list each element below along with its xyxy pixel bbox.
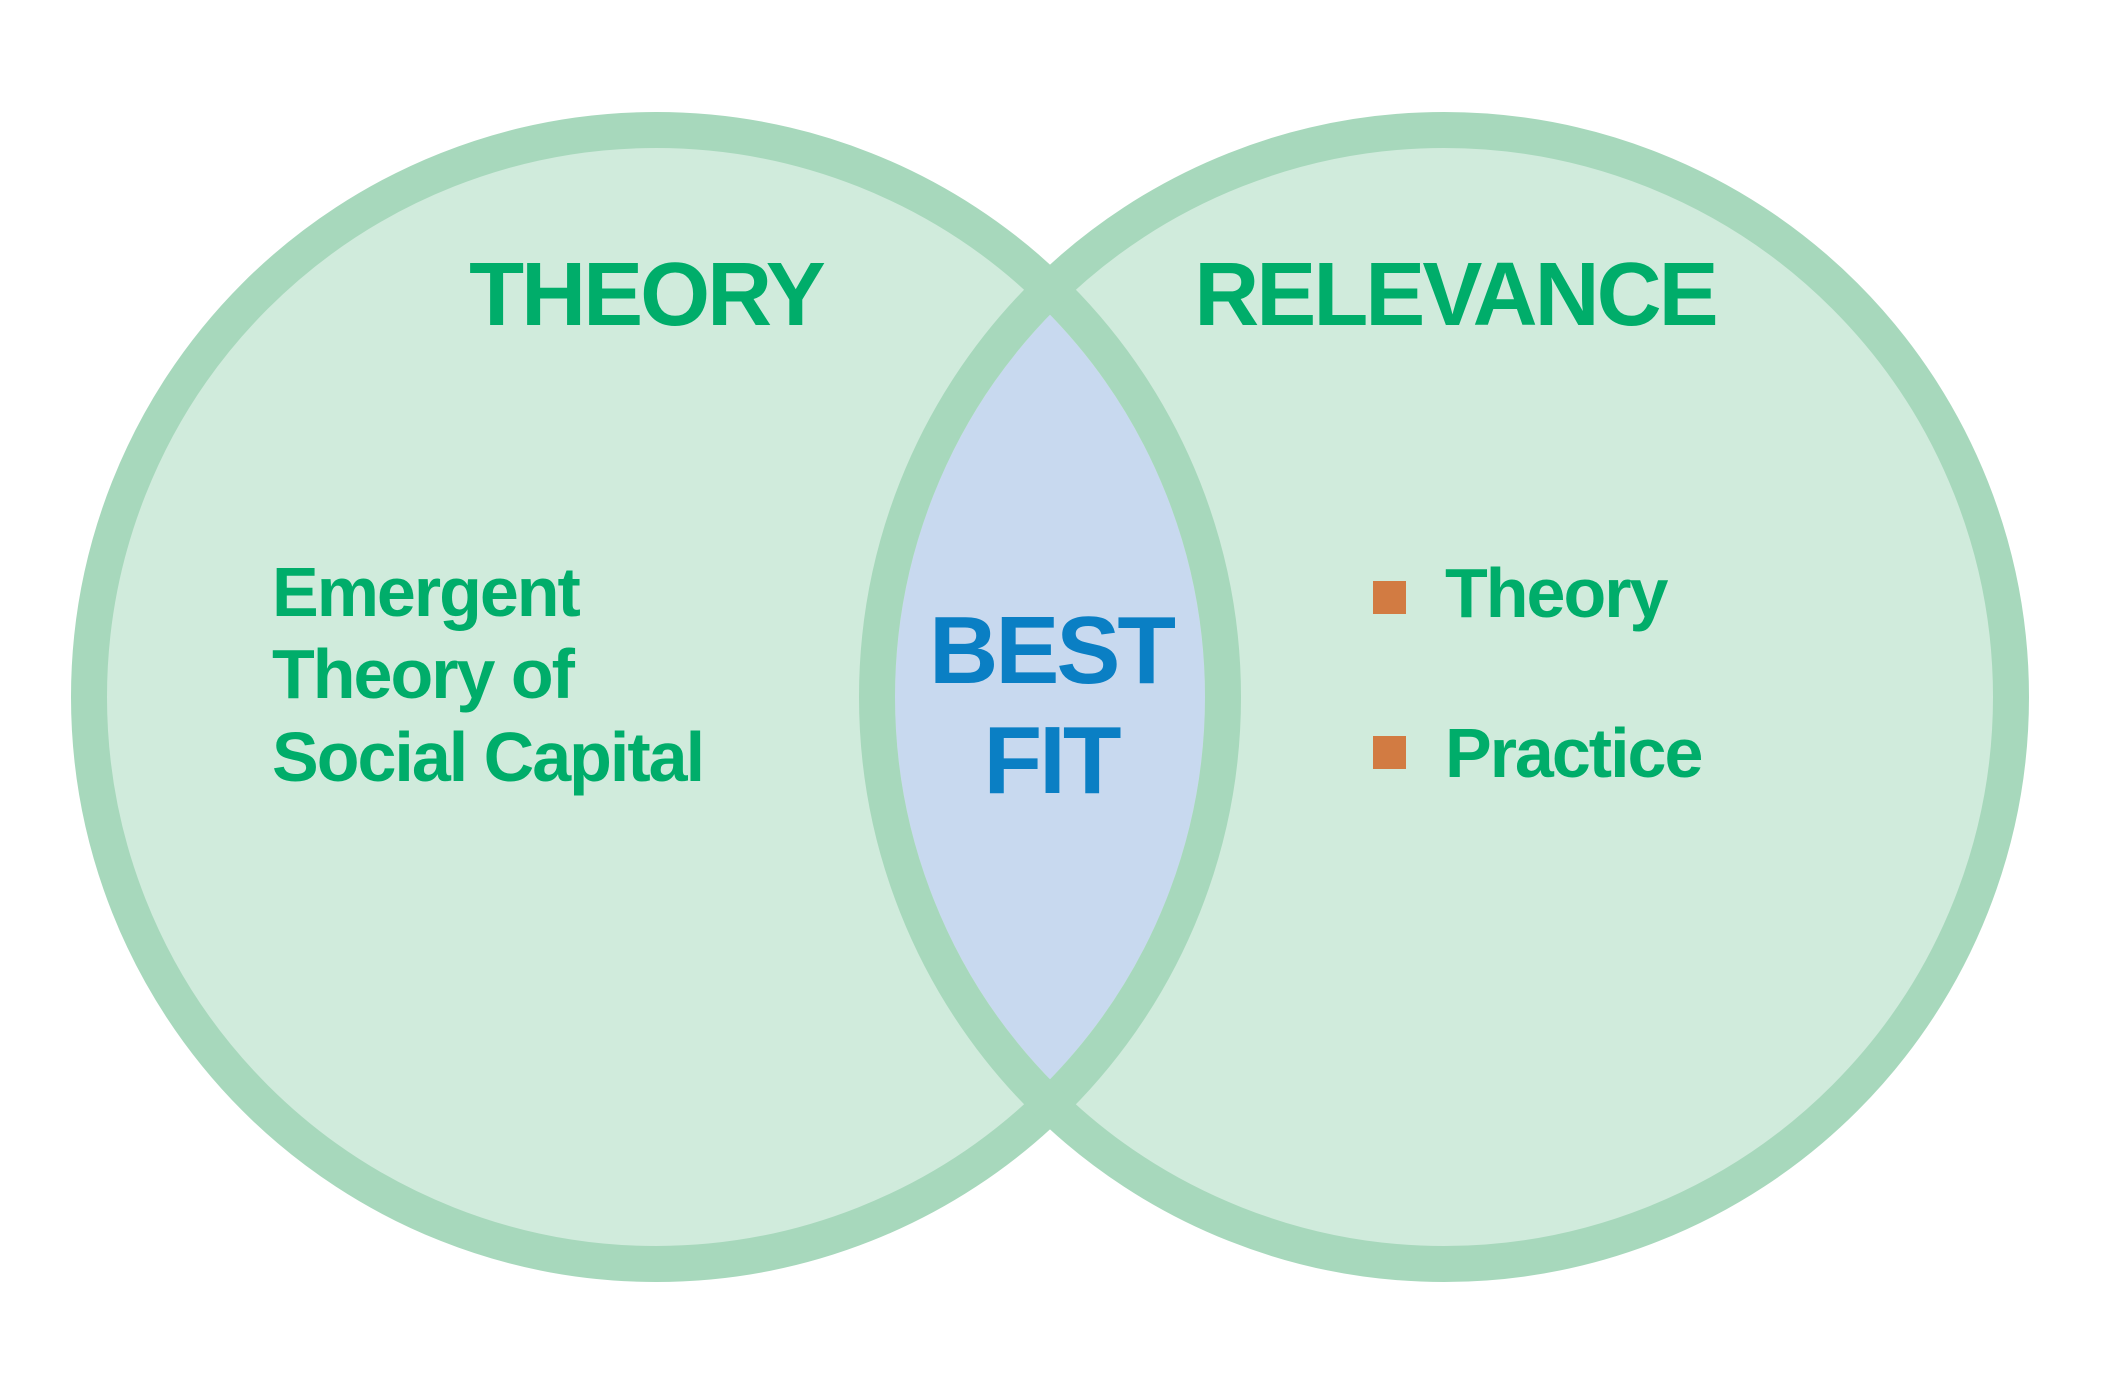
left-circle-line-1: Emergent <box>272 553 581 631</box>
right-bullet-item-2: Practice <box>1445 714 1701 792</box>
intersection-line-2: FIT <box>984 707 1121 814</box>
left-circle-title: THEORY <box>469 245 825 345</box>
left-circle-ring <box>71 112 1241 1282</box>
bullet-square-icon <box>1373 581 1406 614</box>
right-circle-ring <box>859 112 2029 1282</box>
bullet-square-icon <box>1373 736 1406 769</box>
left-circle-line-3: Social Capital <box>272 718 703 796</box>
right-bullet-item-1: Theory <box>1445 554 1668 632</box>
intersection-line-1: BEST <box>929 597 1175 704</box>
right-circle-title: RELEVANCE <box>1194 245 1715 345</box>
left-circle-line-2: Theory of <box>272 635 576 713</box>
